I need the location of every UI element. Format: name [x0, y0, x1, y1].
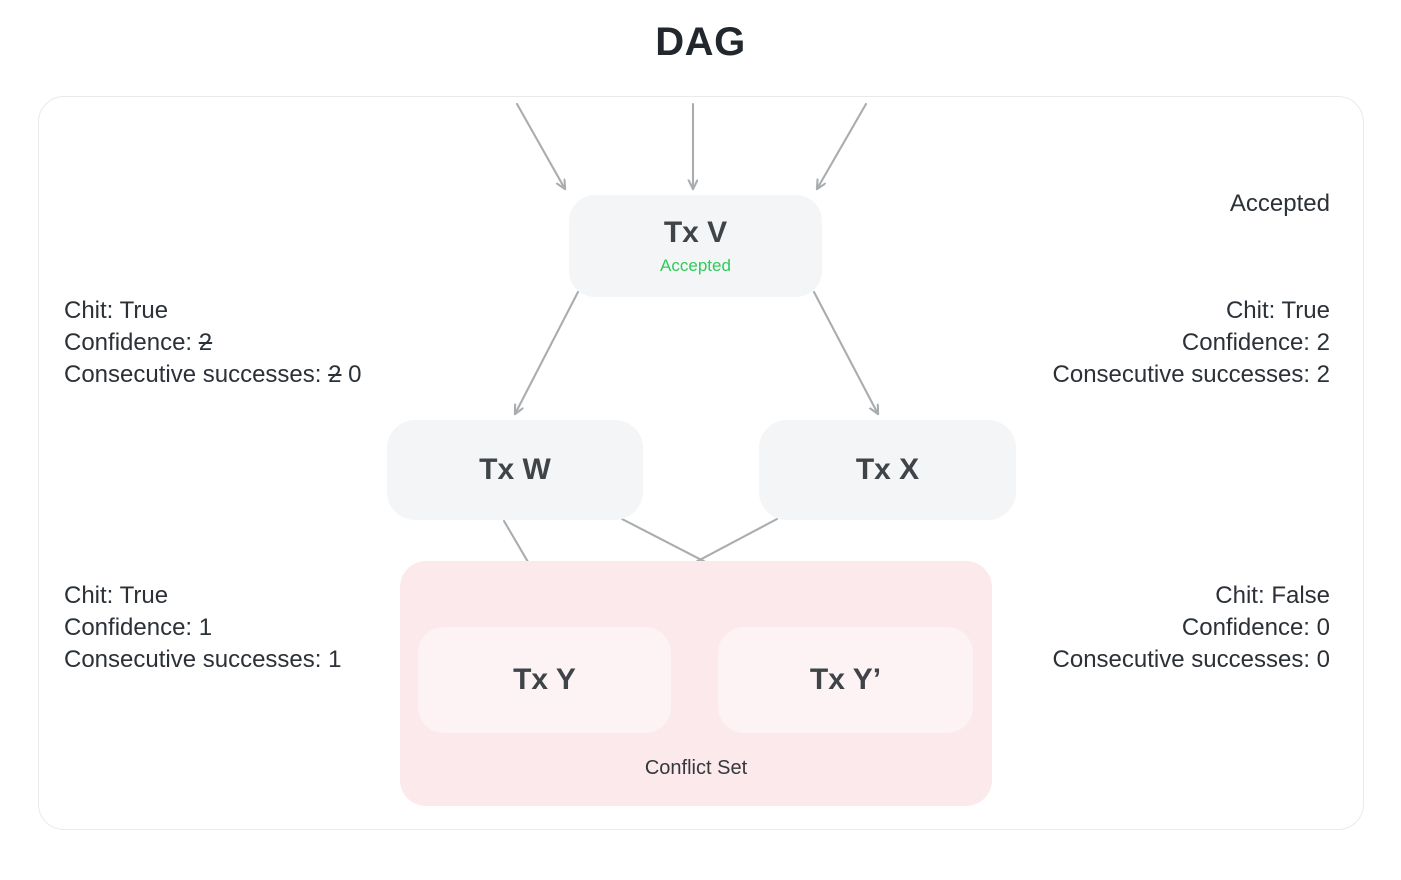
node-tx-x-label: Tx X	[855, 453, 920, 487]
conflict-set-label: Conflict Set	[644, 757, 748, 779]
node-tx-w[interactable]: Tx W	[387, 420, 643, 520]
annotation-top-right-confidence: Confidence: 2	[1181, 329, 1330, 356]
page-title: DAG	[655, 20, 746, 64]
annotation-top-right-chit: Chit: True	[1225, 297, 1330, 324]
annotation-top-left-confidence: Confidence: 2	[64, 327, 362, 359]
annotation-bottom-left: Chit: True Confidence: 1 Consecutive suc…	[64, 580, 341, 676]
node-tx-y-prime[interactable]: Tx Y’	[718, 627, 973, 733]
annotation-top-left-chit: Chit: True	[64, 297, 169, 324]
annotation-top-left-successes-old: 2	[328, 361, 342, 388]
node-tx-x[interactable]: Tx X	[759, 420, 1016, 520]
annotation-bottom-left-confidence: Confidence: 1	[64, 614, 213, 641]
annotation-top-left: Chit: True Confidence: 2 Consecutive suc…	[64, 295, 362, 391]
node-tx-y-prime-label: Tx Y’	[809, 663, 882, 697]
annotation-top-left-successes-label: Consecutive successes:	[64, 361, 322, 388]
annotation-top-right: Chit: True Confidence: 2 Consecutive suc…	[1053, 295, 1330, 391]
annotation-bottom-right-successes: Consecutive successes: 0	[1052, 646, 1330, 673]
node-tx-v-status: Accepted	[660, 255, 731, 275]
annotation-top-left-successes: Consecutive successes: 2 0	[64, 359, 362, 391]
annotation-bottom-right-chit: Chit: False	[1215, 582, 1330, 609]
annotation-bottom-right: Chit: False Confidence: 0 Consecutive su…	[1053, 580, 1330, 676]
annotation-bottom-left-successes: Consecutive successes: 1	[64, 646, 342, 673]
node-tx-y-label: Tx Y	[513, 663, 576, 697]
annotation-top-left-successes-new: 0	[348, 361, 362, 388]
accepted-corner-label: Accepted	[1229, 190, 1330, 217]
node-tx-w-label: Tx W	[479, 453, 551, 487]
annotation-top-right-successes: Consecutive successes: 2	[1052, 361, 1330, 388]
node-tx-v-label: Tx V	[663, 216, 728, 249]
annotation-bottom-left-chit: Chit: True	[64, 582, 169, 609]
annotation-top-left-confidence-label: Confidence:	[64, 329, 193, 356]
node-tx-y[interactable]: Tx Y	[418, 627, 671, 733]
annotation-top-left-confidence-old: 2	[198, 329, 213, 356]
annotation-bottom-right-confidence: Confidence: 0	[1181, 614, 1330, 641]
node-tx-v[interactable]: Tx V Accepted	[569, 195, 822, 297]
